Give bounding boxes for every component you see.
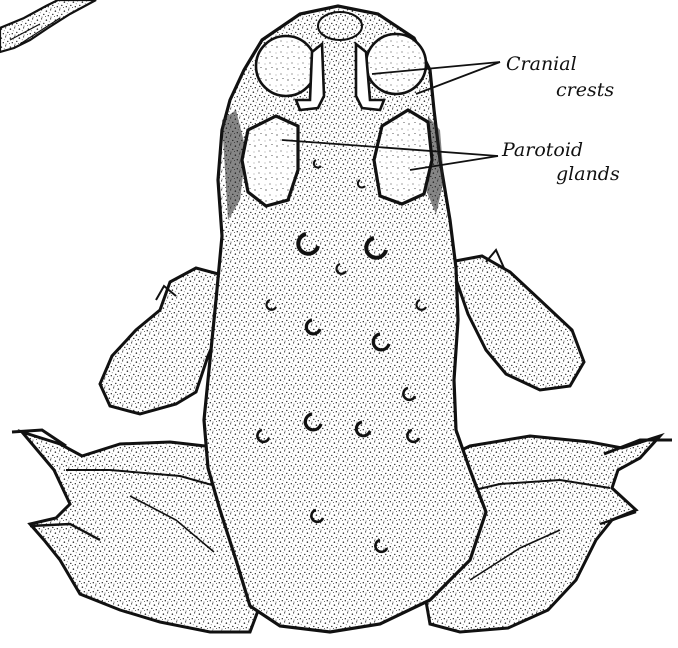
toad-body [204,6,486,632]
label-parotoid-line2: glands [556,163,620,185]
label-cranial-line1: Cranial [506,53,577,75]
label-parotoid-line1: Parotoid [501,139,583,161]
label-cranial-line2: crests [556,79,614,101]
branch-fragment [0,0,96,52]
annotation-labels: Cranial crests Parotoid glands [501,53,620,185]
right-forelimb [450,250,584,390]
